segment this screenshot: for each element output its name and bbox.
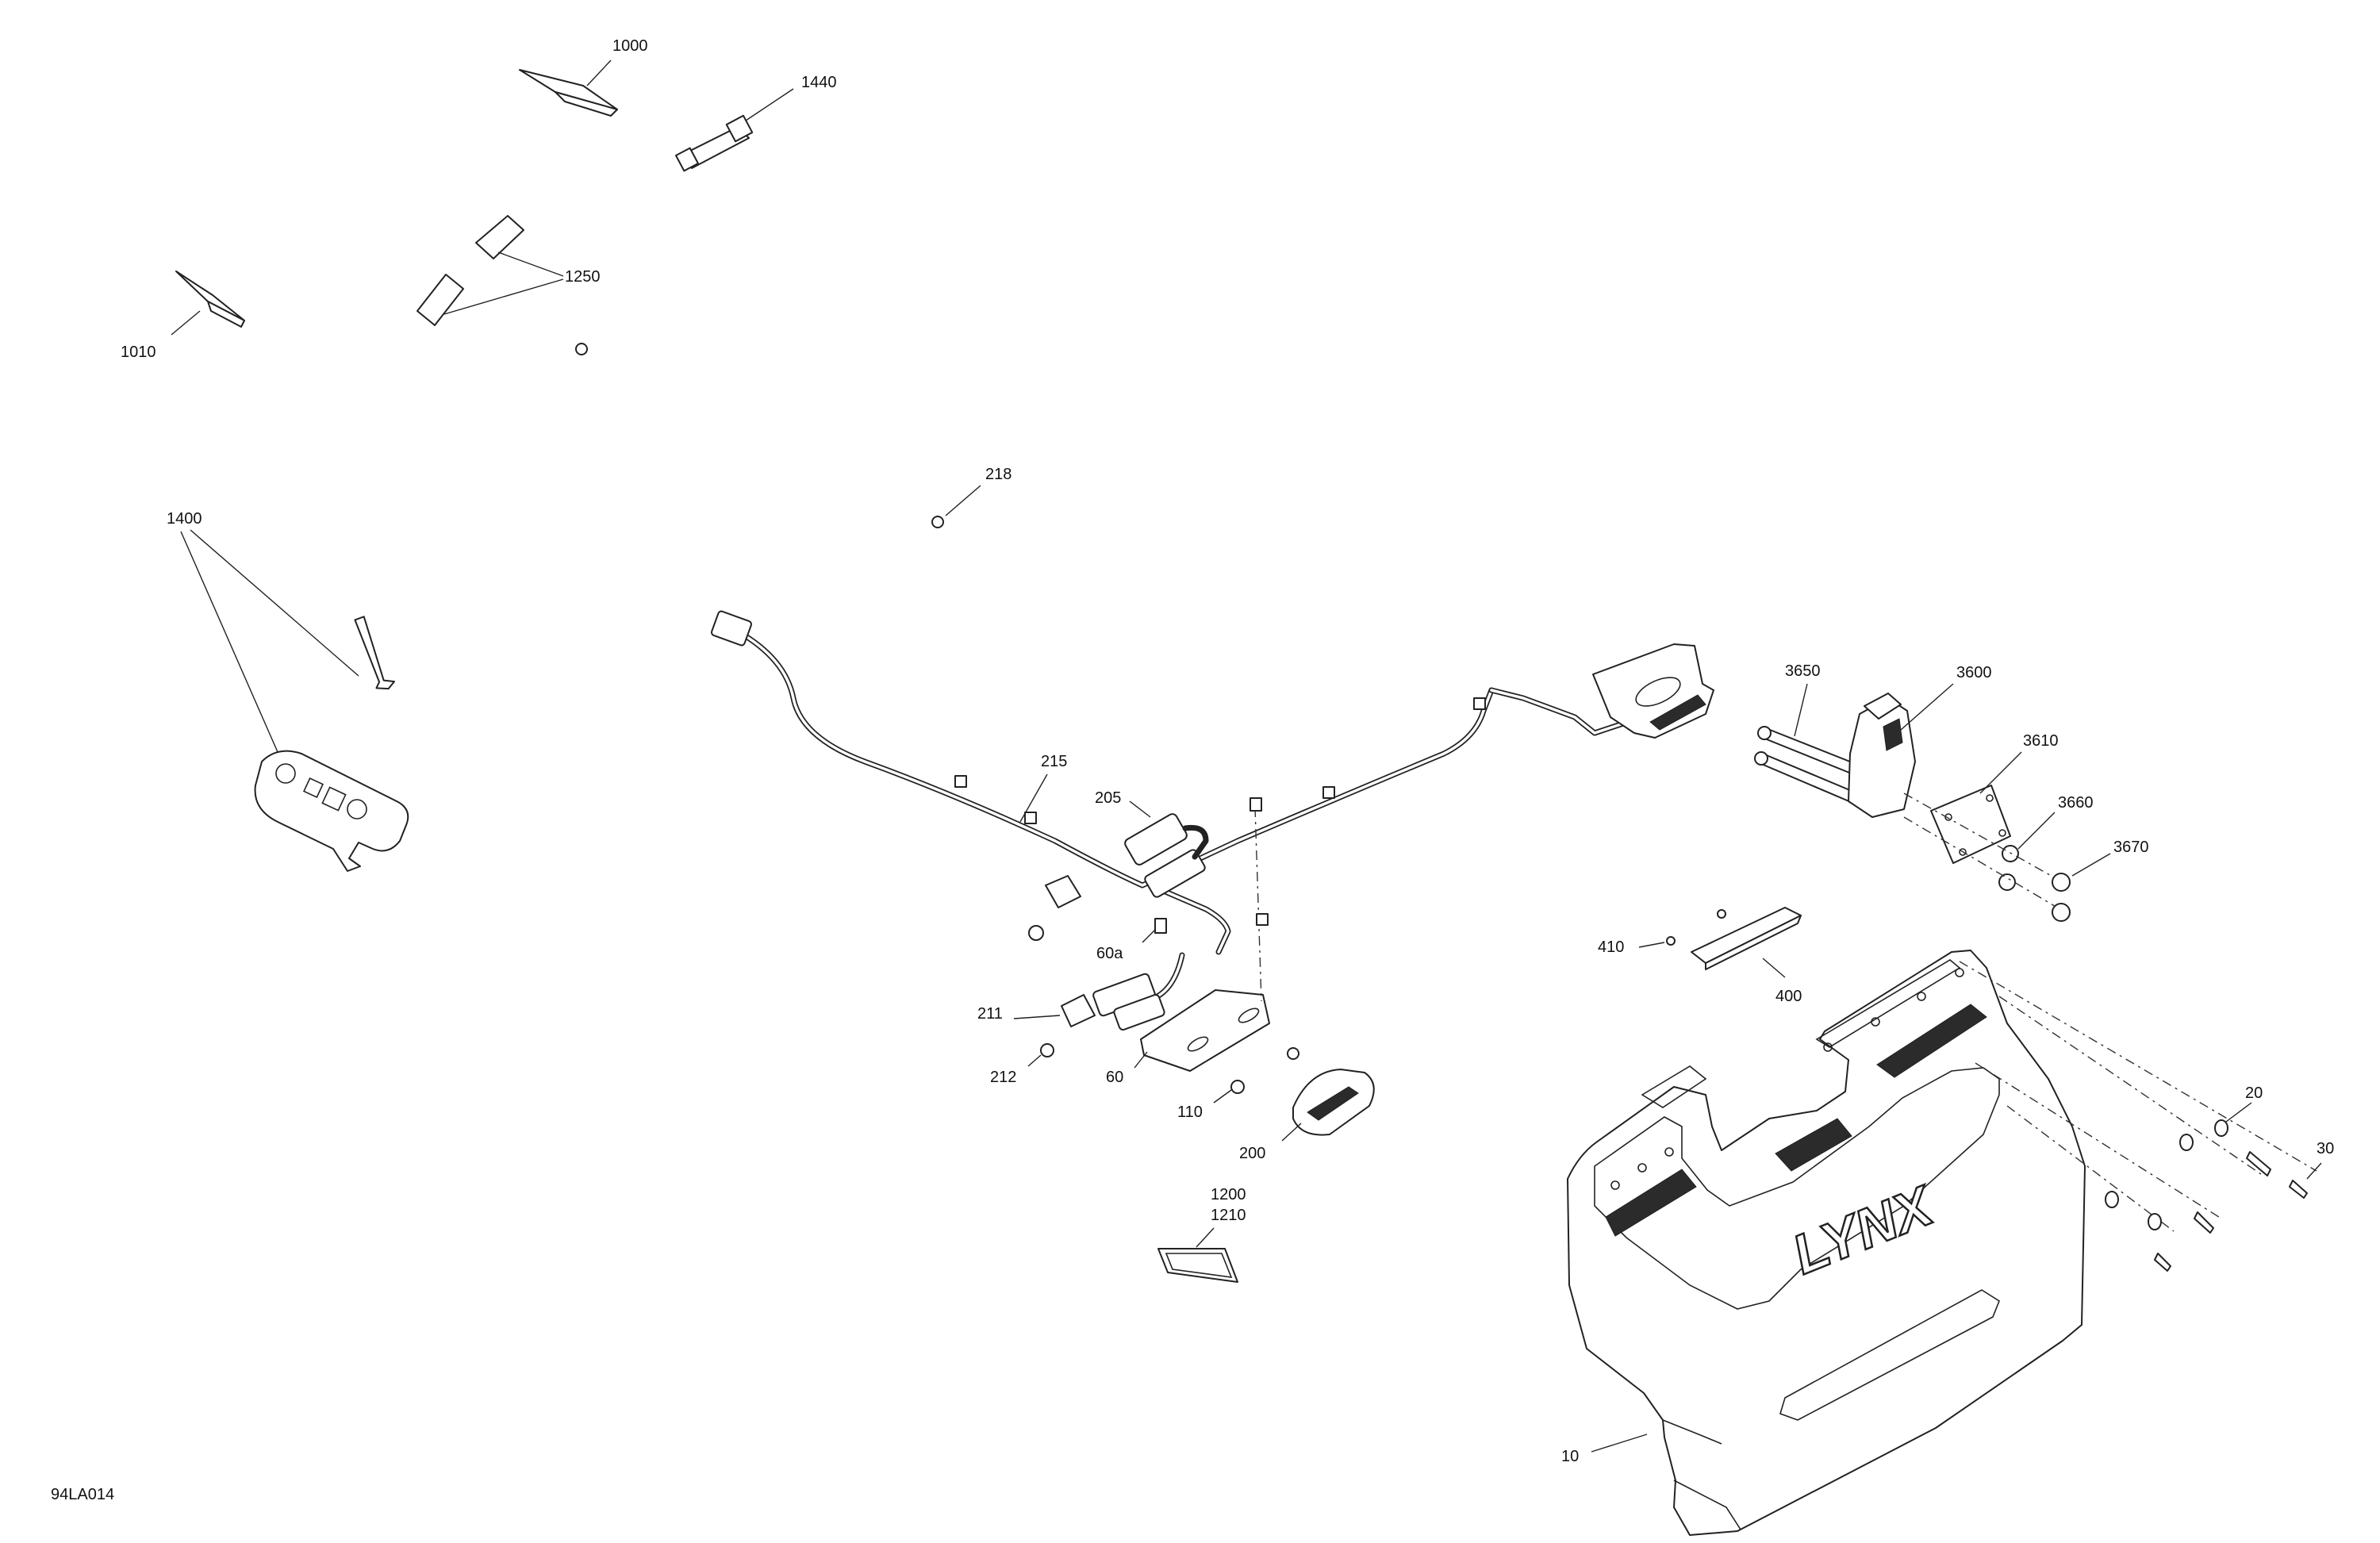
bracket-clip bbox=[1028, 875, 1081, 941]
part-400-reflector bbox=[1691, 907, 1802, 978]
callout-218: 218 bbox=[985, 466, 1012, 483]
callout-410: 410 bbox=[1598, 938, 1624, 956]
callout-3660: 3660 bbox=[2058, 794, 2094, 812]
part-215-wiring-harness bbox=[710, 610, 1631, 1009]
part-20-30-fasteners bbox=[1959, 961, 2322, 1272]
part-1400-tool-kit bbox=[180, 529, 409, 872]
callout-10: 10 bbox=[1561, 1448, 1579, 1465]
callout-1440: 1440 bbox=[801, 74, 837, 91]
callout-1400: 1400 bbox=[167, 510, 202, 528]
callout-1250: 1250 bbox=[565, 268, 601, 286]
callout-1000: 1000 bbox=[612, 37, 648, 55]
small-clip bbox=[575, 343, 588, 355]
part-200-light bbox=[1281, 1069, 1375, 1142]
callout-3650: 3650 bbox=[1785, 662, 1821, 680]
side-connector bbox=[1092, 973, 1165, 1031]
callout-400: 400 bbox=[1775, 988, 1802, 1005]
part-1440-spark-plug-tool bbox=[675, 88, 794, 172]
part-1200-reflector bbox=[1157, 1227, 1238, 1283]
callout-110: 110 bbox=[1177, 1104, 1203, 1121]
part-3670-caps bbox=[2052, 853, 2111, 922]
part-410-rivet bbox=[1638, 936, 1676, 948]
diagram-code: 94LA014 bbox=[51, 1486, 114, 1503]
part-211-retainer bbox=[1013, 994, 1096, 1027]
callout-60a: 60a bbox=[1096, 945, 1123, 962]
part-212-nut bbox=[1027, 1043, 1054, 1067]
part-1250-labels bbox=[416, 215, 564, 326]
part-218-clip bbox=[931, 485, 981, 528]
part-60-bracket bbox=[1134, 989, 1270, 1072]
part-3600-hitch bbox=[1848, 683, 1954, 818]
callout-1210: 1210 bbox=[1211, 1207, 1246, 1224]
callout-205: 205 bbox=[1095, 789, 1121, 807]
callout-212: 212 bbox=[990, 1069, 1016, 1086]
part-1010-decal bbox=[171, 271, 245, 336]
part-110-nut bbox=[1213, 1047, 1299, 1104]
callout-1200: 1200 bbox=[1211, 1186, 1246, 1203]
callout-3610: 3610 bbox=[2023, 732, 2059, 750]
callout-200: 200 bbox=[1239, 1145, 1265, 1162]
dashed-screw-line bbox=[1250, 797, 1269, 1002]
callout-1010: 1010 bbox=[121, 344, 156, 361]
part-205-connector bbox=[1124, 800, 1209, 898]
part-1000-decal bbox=[519, 59, 618, 117]
callout-30: 30 bbox=[2317, 1140, 2334, 1157]
tail-light-assembly bbox=[1592, 643, 1714, 739]
callout-20: 20 bbox=[2245, 1084, 2263, 1102]
callout-211: 211 bbox=[977, 1005, 1003, 1023]
part-3610-plate bbox=[1930, 751, 2022, 864]
part-3650-bolts bbox=[1754, 683, 1867, 805]
part-3660-nuts bbox=[1903, 793, 2063, 912]
callout-60: 60 bbox=[1106, 1069, 1123, 1086]
callout-215: 215 bbox=[1041, 753, 1067, 770]
part-60a-screw bbox=[1142, 918, 1167, 943]
callout-3600: 3600 bbox=[1956, 664, 1992, 681]
part-10-snowflap: LYNX bbox=[1567, 950, 2086, 1536]
callout-3670: 3670 bbox=[2113, 839, 2149, 856]
